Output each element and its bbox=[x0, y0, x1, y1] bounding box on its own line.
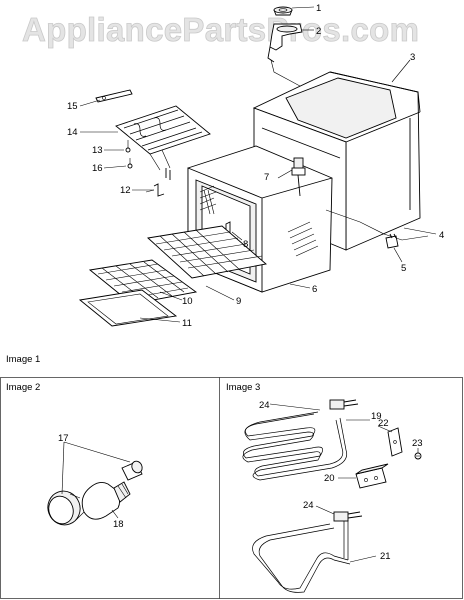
callout-24-upper: 24 bbox=[259, 400, 270, 411]
callout-13: 13 bbox=[92, 145, 103, 156]
callout-23: 23 bbox=[412, 438, 423, 449]
section-label-image1: Image 1 bbox=[6, 354, 40, 365]
part-16-screw bbox=[127, 158, 133, 169]
callout-9: 9 bbox=[236, 296, 241, 307]
image2-assembly bbox=[47, 441, 143, 526]
image3-assembly bbox=[242, 399, 422, 593]
section-label-image2: Image 2 bbox=[6, 382, 40, 393]
callout-3: 3 bbox=[410, 52, 415, 63]
image1-assembly bbox=[78, 6, 429, 327]
part-21-element bbox=[252, 511, 363, 593]
watermark: AppliancePartsPros.com bbox=[22, 11, 419, 48]
part-9-rack bbox=[147, 225, 267, 279]
leader-lines-image1 bbox=[79, 6, 437, 323]
callout-12: 12 bbox=[120, 185, 131, 196]
callout-17: 17 bbox=[58, 433, 69, 444]
part-12-clip bbox=[145, 183, 165, 197]
callouts-image1: 1 2 3 4 5 6 7 8 9 10 11 12 13 14 15 16 bbox=[67, 3, 444, 329]
callout-4: 4 bbox=[439, 230, 444, 241]
callout-10: 10 bbox=[182, 296, 193, 307]
callout-16: 16 bbox=[92, 163, 103, 174]
callout-8: 8 bbox=[243, 239, 248, 250]
callout-19: 19 bbox=[371, 411, 382, 422]
part-1-cap bbox=[273, 6, 293, 16]
part-14-element bbox=[115, 105, 211, 180]
part-10-broil-pan bbox=[88, 259, 198, 305]
part-13-screw bbox=[125, 140, 131, 153]
callout-20: 20 bbox=[324, 473, 335, 484]
callout-11: 11 bbox=[182, 318, 192, 329]
part-15-rod bbox=[95, 89, 133, 103]
callout-7: 7 bbox=[264, 172, 269, 183]
part-5-terminal bbox=[385, 233, 399, 249]
part-17-lens bbox=[47, 490, 85, 526]
callout-15: 15 bbox=[67, 101, 78, 112]
part-22-bracket bbox=[387, 427, 403, 457]
part-23-screw bbox=[414, 452, 422, 460]
part-2-bracket bbox=[267, 23, 303, 63]
callout-22: 22 bbox=[378, 418, 389, 429]
lower-section-frame bbox=[0, 377, 463, 599]
callout-2: 2 bbox=[316, 26, 321, 37]
part-7-sensor bbox=[291, 157, 306, 197]
callout-18: 18 bbox=[113, 519, 124, 530]
callout-5: 5 bbox=[401, 263, 406, 274]
callout-6: 6 bbox=[312, 284, 317, 295]
callout-1: 1 bbox=[316, 3, 321, 14]
section-label-image3: Image 3 bbox=[226, 382, 260, 393]
part-11-pan bbox=[78, 289, 178, 327]
part-20-terminal-block bbox=[355, 463, 389, 489]
callout-21: 21 bbox=[380, 551, 391, 562]
callout-24-lower: 24 bbox=[303, 500, 314, 511]
part-4-wire bbox=[325, 209, 429, 241]
part-18-bulb bbox=[81, 481, 131, 520]
callout-14: 14 bbox=[67, 127, 78, 138]
part-17-cap bbox=[121, 460, 143, 481]
part-19-element bbox=[242, 399, 359, 481]
